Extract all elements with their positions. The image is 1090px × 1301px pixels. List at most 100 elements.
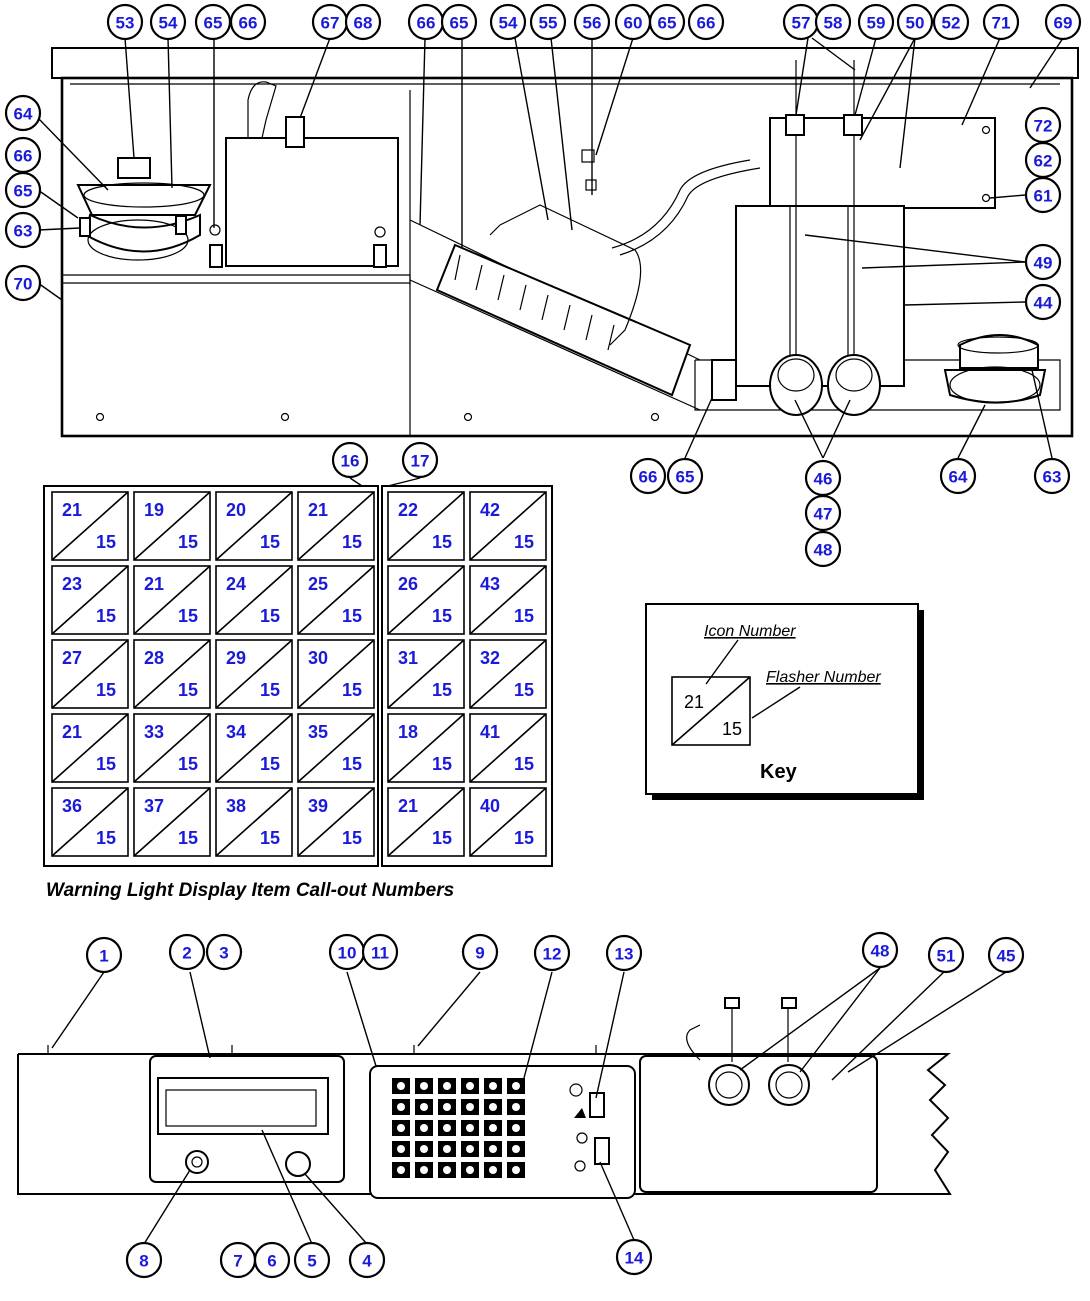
icon-number: 30	[308, 648, 328, 668]
callout-number: 57	[792, 14, 811, 33]
callout-number: 63	[14, 222, 33, 241]
flasher-number: 15	[178, 532, 198, 552]
callout-top-13: 66	[687, 3, 725, 41]
callout-bottom-top-2: 46	[804, 459, 842, 497]
callout-top-17: 50	[896, 3, 934, 41]
mini-indicator-icon	[507, 1120, 525, 1136]
callout-bottom-panel-top-3: 10	[328, 933, 366, 971]
callout-number: 67	[321, 14, 340, 33]
callout-number: 61	[1034, 187, 1053, 206]
callout-top-12: 65	[648, 3, 686, 41]
right-speaker	[943, 334, 1047, 404]
flasher-number: 15	[178, 828, 198, 848]
callout-number: 8	[139, 1252, 148, 1271]
callout-number: 59	[867, 14, 886, 33]
callout-bottom-panel-bottom-5: 14	[615, 1238, 653, 1276]
callout-top-14: 57	[782, 3, 820, 41]
flasher-number: 15	[432, 828, 452, 848]
warning-tile: 24 15	[215, 565, 293, 635]
callout-number: 63	[1043, 468, 1062, 487]
flasher-number: 15	[342, 532, 362, 552]
key-icon-label: Icon Number	[704, 623, 796, 640]
terminal-box	[769, 117, 996, 209]
callout-left-2: 65	[4, 171, 42, 209]
callout-number: 66	[697, 14, 716, 33]
top-assembly	[51, 47, 1079, 438]
callout-number: 16	[341, 452, 360, 471]
mini-indicator-icon	[415, 1141, 433, 1157]
callout-number: 54	[159, 14, 178, 33]
callout-number: 64	[14, 105, 33, 124]
flasher-number: 15	[514, 680, 534, 700]
callout-top-8: 54	[489, 3, 527, 41]
flasher-number: 15	[432, 532, 452, 552]
icon-number: 40	[480, 796, 500, 816]
icon-number: 38	[226, 796, 246, 816]
callout-bottom-panel-top-1: 2	[168, 933, 206, 971]
flasher-number: 15	[178, 680, 198, 700]
icon-number: 32	[480, 648, 500, 668]
callout-number: 9	[475, 944, 484, 963]
icon-number: 41	[480, 722, 500, 742]
mini-indicator-icon	[392, 1162, 410, 1178]
callout-number: 69	[1054, 14, 1073, 33]
flasher-number: 15	[260, 606, 280, 626]
callout-number: 66	[639, 468, 658, 487]
callout-number: 1	[99, 947, 108, 966]
callout-number: 17	[411, 452, 430, 471]
flasher-number: 15	[342, 680, 362, 700]
icon-number: 25	[308, 574, 328, 594]
callout-number: 10	[338, 944, 357, 963]
callout-top-11: 60	[614, 3, 652, 41]
callout-number: 11	[371, 944, 389, 963]
flasher-number: 15	[432, 680, 452, 700]
mini-indicator-icon	[461, 1078, 479, 1094]
callout-number: 13	[615, 945, 634, 964]
bottom-leader-lines	[51, 967, 1007, 1245]
mini-indicator-icon	[507, 1099, 525, 1115]
callout-bottom-panel-top-4: 11	[361, 933, 399, 971]
mini-indicator-icon	[461, 1141, 479, 1157]
mini-indicator-icon	[415, 1120, 433, 1136]
icon-number: 31	[398, 648, 418, 668]
callout-right-3: 49	[1024, 243, 1062, 281]
callout-top-6: 66	[407, 3, 445, 41]
flasher-number: 15	[96, 532, 116, 552]
icon-number: 29	[226, 648, 246, 668]
warning-tile: 29 15	[215, 639, 293, 709]
lcd-module	[149, 1055, 345, 1183]
callout-number: 4	[362, 1252, 372, 1271]
key-flasher-label: Flasher Number	[766, 669, 881, 686]
flasher-number: 15	[260, 680, 280, 700]
flasher-number: 15	[514, 606, 534, 626]
flasher-number: 15	[96, 828, 116, 848]
callout-number: 12	[543, 945, 562, 964]
mini-indicator-icon	[461, 1162, 479, 1178]
flasher-number: 15	[514, 532, 534, 552]
flasher-number: 15	[432, 606, 452, 626]
callout-number: 65	[658, 14, 677, 33]
flasher-number: 15	[96, 754, 116, 774]
icon-number: 24	[226, 574, 246, 594]
mini-indicator-icon	[507, 1162, 525, 1178]
callout-bottom-panel-top-5: 9	[461, 933, 499, 971]
circuit-module	[435, 149, 761, 397]
icon-number: 19	[144, 500, 164, 520]
callout-number: 68	[354, 14, 373, 33]
callout-right-1: 62	[1024, 141, 1062, 179]
callout-number: 66	[417, 14, 436, 33]
callout-number: 66	[14, 147, 33, 166]
callout-top-20: 69	[1044, 3, 1082, 41]
mini-indicator-icon	[415, 1162, 433, 1178]
callout-number: 45	[997, 947, 1016, 966]
callout-top-19: 71	[982, 3, 1020, 41]
callout-number: 6	[267, 1252, 276, 1271]
callout-bottom-panel-top-10: 45	[987, 936, 1025, 974]
callout-number: 65	[676, 468, 695, 487]
